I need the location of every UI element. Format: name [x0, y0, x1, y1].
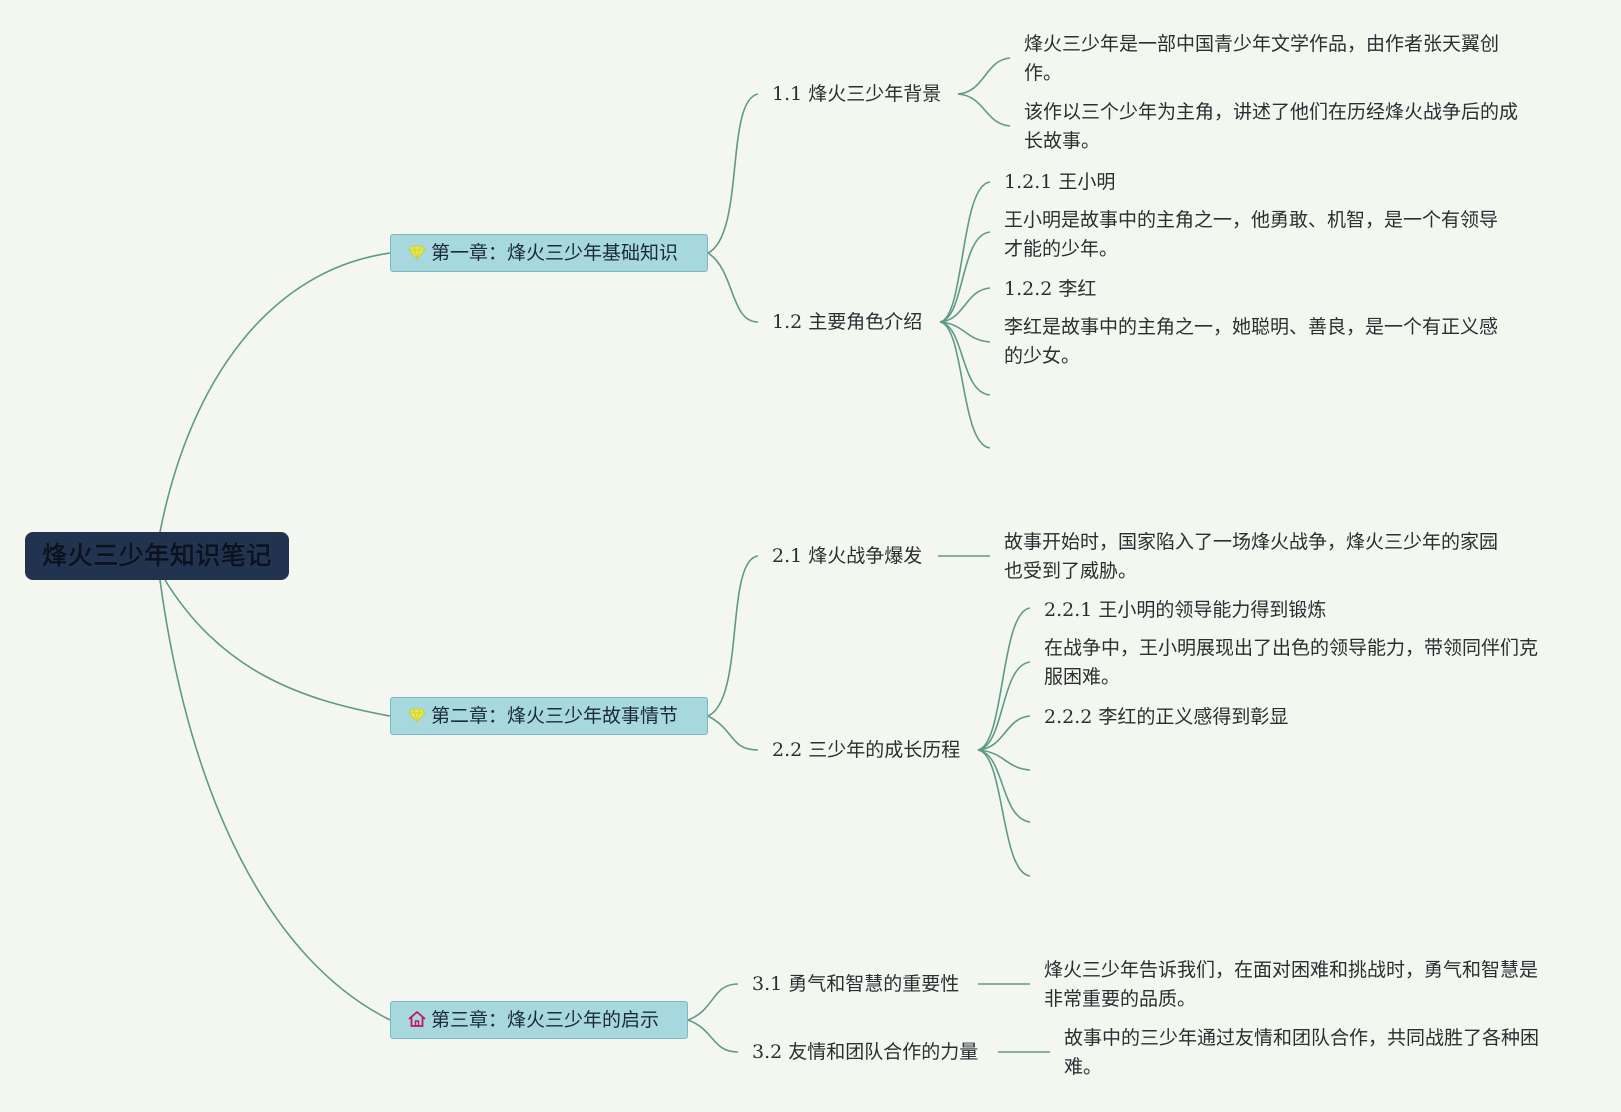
link-s22-l4 [977, 749, 1031, 771]
link-ch3-s32 [687, 1019, 739, 1053]
leaf-node[interactable]: 王小明是故事中的主角之一，他勇敢、机智，是一个有领导才能的少年。 [1004, 209, 1499, 260]
link-s11-l1 [957, 57, 1011, 95]
leaf-node[interactable]: 故事开始时，国家陷入了一场烽火战争，烽火三少年的家园也受到了威胁。 [1004, 531, 1499, 582]
section-node-2-2[interactable]: 2.2 三少年的成长历程 [772, 739, 961, 761]
leaf-node[interactable]: 1.2.2 李红 [1004, 278, 1097, 300]
root-node[interactable]: 烽火三少年知识笔记 [25, 532, 289, 580]
link-s22-l5 [977, 749, 1031, 823]
link-root-ch3 [159, 579, 391, 1021]
link-s12-l2 [939, 231, 991, 323]
section-node-1-2[interactable]: 1.2 主要角色介绍 [772, 311, 923, 333]
leaf-node[interactable]: 烽火三少年是一部中国青少年文学作品，由作者张天翼创作。 [1024, 33, 1500, 84]
link-ch2-s22 [707, 715, 759, 751]
chapter-node-2[interactable]: 第二章：烽火三少年故事情节 [390, 697, 708, 735]
link-s12-l4 [939, 321, 991, 343]
link-ch3-s31 [687, 983, 739, 1021]
link-s12-l1 [939, 181, 991, 323]
chapter-label: 第一章：烽火三少年基础知识 [431, 242, 679, 264]
link-s12-l5 [939, 321, 991, 396]
link-s22-l3 [977, 715, 1031, 751]
chapter-label: 第三章：烽火三少年的启示 [431, 1009, 660, 1031]
section-node-3-2[interactable]: 3.2 友情和团队合作的力量 [752, 1041, 979, 1063]
leaf-node[interactable]: 2.2.1 王小明的领导能力得到锻炼 [1044, 599, 1327, 621]
leaf-node[interactable]: 烽火三少年告诉我们，在面对困难和挑战时，勇气和智慧是非常重要的品质。 [1044, 959, 1539, 1010]
leaf-node[interactable]: 1.2.1 王小明 [1004, 171, 1116, 193]
link-s12-l6 [939, 321, 991, 449]
link-ch2-s21 [707, 555, 759, 717]
house-icon [407, 1009, 427, 1029]
leaf-node[interactable]: 2.2.2 李红的正义感得到彰显 [1044, 706, 1289, 728]
link-ch1-s11 [707, 93, 759, 254]
leaf-node[interactable]: 故事中的三少年通过友情和团队合作，共同战胜了各种困难。 [1064, 1027, 1540, 1078]
link-s12-l3 [939, 287, 991, 323]
diamond-icon [407, 705, 427, 725]
link-s22-l2 [977, 661, 1031, 751]
leaf-node[interactable]: 在战争中，王小明展现出了出色的领导能力，带领同伴们克服困难。 [1044, 637, 1539, 688]
link-root-ch2 [164, 579, 391, 717]
leaf-node[interactable]: 李红是故事中的主角之一，她聪明、善良，是一个有正义感的少女。 [1004, 316, 1499, 367]
link-root-ch1 [159, 252, 391, 533]
section-node-1-1[interactable]: 1.1 烽火三少年背景 [772, 83, 942, 105]
leaf-node[interactable]: 该作以三个少年为主角，讲述了他们在历经烽火战争后的成长故事。 [1024, 101, 1519, 152]
link-s11-l2 [957, 93, 1011, 127]
diamond-icon [407, 242, 427, 262]
chapter-node-3[interactable]: 第三章：烽火三少年的启示 [390, 1001, 688, 1039]
link-s22-l1 [977, 607, 1031, 751]
link-s22-l6 [977, 749, 1031, 877]
chapter-node-1[interactable]: 第一章：烽火三少年基础知识 [390, 234, 708, 272]
link-ch1-s12 [707, 252, 759, 323]
section-node-2-1[interactable]: 2.1 烽火战争爆发 [772, 545, 923, 567]
section-node-3-1[interactable]: 3.1 勇气和智慧的重要性 [752, 973, 960, 995]
chapter-label: 第二章：烽火三少年故事情节 [431, 705, 679, 727]
